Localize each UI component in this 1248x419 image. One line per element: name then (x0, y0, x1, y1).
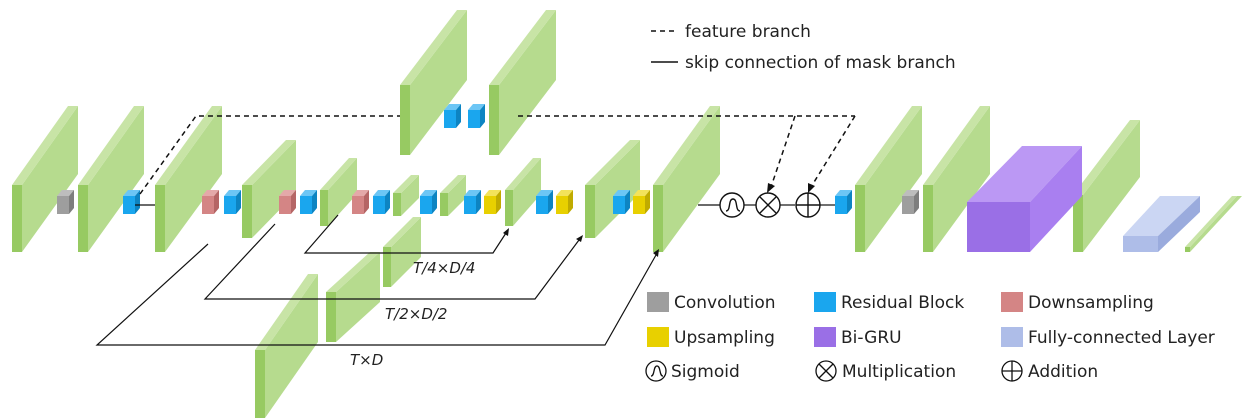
legend-upsampling-swatch (647, 327, 669, 347)
skip-connection-lines (95, 214, 657, 346)
skip-connection-arrowheads (503, 228, 659, 257)
legend-downsampling-swatch (1001, 292, 1023, 312)
legend-upsampling: Upsampling (674, 328, 775, 348)
feature-map-decoder-3 (653, 106, 720, 252)
legend-addition-icon (1001, 360, 1023, 382)
feature-map-skip-half (326, 252, 380, 342)
feature-map-bottleneck-2 (440, 175, 466, 216)
legend-fully-connected: Fully-connected Layer (1028, 328, 1215, 348)
legend-convolution-swatch (647, 292, 669, 312)
feature-map-decoder-2 (585, 140, 640, 238)
feature-map-feature-branch-2 (489, 10, 556, 155)
blocks (57, 104, 919, 214)
bigru-block (967, 146, 1082, 252)
residual-block (224, 190, 241, 214)
residual-block (468, 104, 485, 128)
dimension-label-full: T×D (350, 351, 383, 369)
legend-residual-block: Residual Block (841, 293, 964, 313)
upsampling-block (633, 190, 650, 214)
residual-block (835, 190, 852, 214)
feature-map-skip-quarter (383, 217, 421, 287)
component-legend: Convolution Residual Block Downsampling … (645, 292, 1215, 382)
residual-block (464, 190, 481, 214)
downsampling-block (202, 190, 219, 214)
residual-block (613, 190, 630, 214)
feature-map-encoder-2 (242, 140, 296, 238)
feature-map-output-1 (855, 106, 922, 252)
residual-block (536, 190, 553, 214)
legend-multiplication: Multiplication (842, 362, 956, 382)
feature-map-input-1 (12, 106, 78, 252)
legend-convolution: Convolution (674, 293, 776, 313)
multiplication-operator (755, 192, 781, 218)
feature-branch-arrowheads (767, 183, 815, 193)
sigmoid-operator (719, 192, 745, 218)
dimension-label-half: T/2×D/2 (385, 305, 447, 323)
feature-map-output-2 (923, 106, 990, 252)
downsampling-block (352, 190, 369, 214)
line-style-legend: feature branch skip connection of mask b… (651, 22, 956, 73)
feature-map-output-3 (1073, 120, 1140, 252)
feature-maps (12, 10, 1140, 418)
addition-operator (795, 192, 821, 218)
feature-branch-lines (139, 115, 856, 195)
upsampling-block (484, 190, 501, 214)
legend-fully-connected-swatch (1001, 327, 1023, 347)
residual-block (444, 104, 461, 128)
feature-map-encoder-3 (320, 158, 357, 226)
dimension-label-quarter: T/4×D/4 (413, 259, 475, 277)
output-layer (1185, 196, 1242, 252)
feature-map-input-2 (78, 106, 144, 252)
downsampling-block (279, 190, 296, 214)
feature-map-bottleneck-1 (393, 175, 419, 216)
feature-map-skip-full (255, 274, 318, 418)
convolution-block (57, 190, 74, 214)
residual-block (123, 190, 140, 214)
legend-bigru: Bi-GRU (841, 328, 902, 348)
residual-block (420, 190, 437, 214)
convolution-block (902, 190, 919, 214)
legend-bigru-swatch (814, 327, 836, 347)
feature-map-feature-branch-1 (400, 10, 467, 155)
feature-map-encoder-1 (155, 106, 222, 252)
legend-sigmoid: Sigmoid (671, 362, 740, 382)
legend-addition: Addition (1028, 362, 1098, 382)
legend-feature-branch: feature branch (685, 22, 811, 42)
fully-connected-block (1123, 196, 1200, 252)
legend-multiplication-icon (815, 360, 837, 382)
legend-sigmoid-icon (645, 360, 667, 382)
feature-map-decoder-1 (505, 158, 541, 226)
upsampling-block (556, 190, 573, 214)
residual-block (373, 190, 390, 214)
residual-block (300, 190, 317, 214)
legend-residual-swatch (814, 292, 836, 312)
legend-downsampling: Downsampling (1028, 293, 1154, 313)
legend-skip-connection: skip connection of mask branch (685, 53, 956, 73)
